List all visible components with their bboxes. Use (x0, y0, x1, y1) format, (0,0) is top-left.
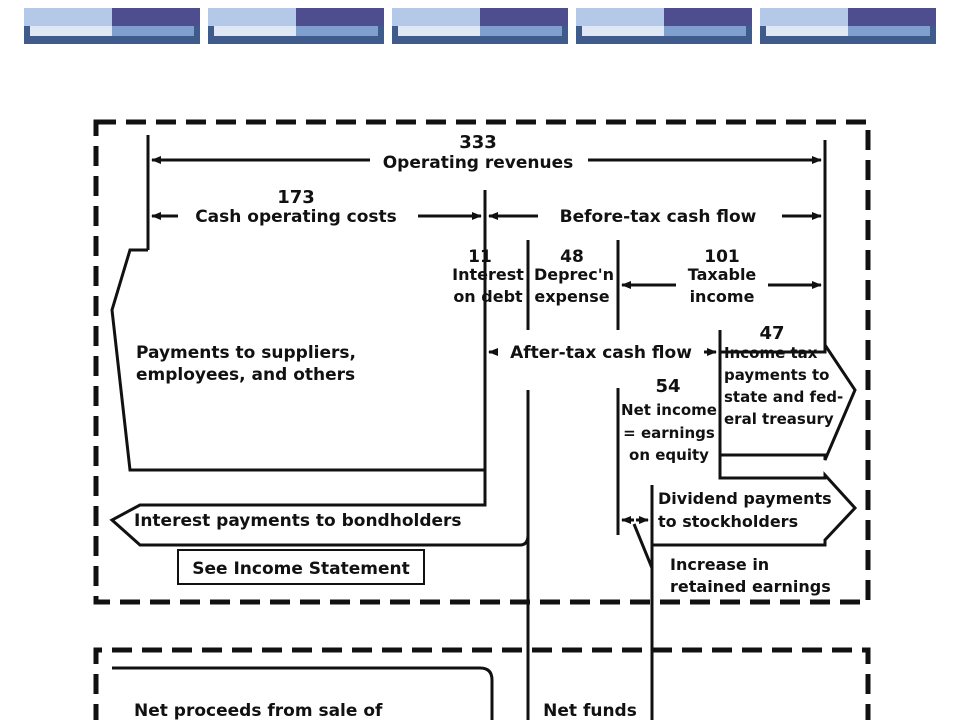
net-income-value: 54 (655, 376, 680, 397)
operating-revenues-label: Operating revenues (383, 153, 574, 173)
top-panel-border (93, 119, 871, 605)
cash-operating-costs-label: Cash operating costs (195, 207, 397, 227)
dividend-payments-line1: Dividend payments (658, 489, 832, 508)
interest-on-debt-value: 11 (468, 247, 492, 267)
see-income-statement-label: See Income Statement (192, 559, 410, 579)
depreciation-line1: Deprec'n (534, 265, 614, 284)
net-proceeds-label: Net proceeds from sale of (134, 701, 383, 720)
operating-revenues-value: 333 (459, 132, 497, 153)
payments-flow-shape (110, 248, 485, 472)
income-tax-value: 47 (759, 323, 784, 344)
interest-payments-arrow (109, 470, 530, 547)
depreciation-line2: expense (534, 287, 609, 306)
interest-on-debt-line2: on debt (453, 287, 523, 306)
retained-earnings-line2: retained earnings (670, 577, 831, 596)
payments-suppliers-line2: employees, and others (136, 365, 355, 385)
taxable-income-value: 101 (704, 247, 740, 267)
depreciation-value: 48 (560, 247, 584, 267)
income-tax-arrow (718, 330, 857, 461)
net-income-line3: on equity (629, 446, 709, 464)
net-income-line1: Net income (621, 401, 717, 419)
retained-earnings-line1: Increase in (670, 555, 769, 574)
dividend-payments-line2: to stockholders (658, 512, 798, 531)
income-tax-line3: state and fed- (724, 388, 843, 406)
banner-block-3 (392, 8, 568, 44)
bottom-panel-border (93, 647, 871, 720)
banner-block-1 (24, 8, 200, 44)
cash-operating-costs-value: 173 (277, 187, 315, 208)
dividend-arrow (652, 455, 858, 547)
interest-on-debt-line1: Interest (452, 265, 524, 284)
net-income-line2: = earnings (623, 424, 715, 442)
income-tax-line4: eral treasury (724, 410, 834, 428)
banner-block-2 (208, 8, 384, 44)
net-proceeds-bracket (112, 666, 494, 720)
income-tax-line2: payments to (724, 366, 829, 384)
dimension-arrows (151, 156, 822, 524)
income-tax-line1: Income tax (724, 344, 818, 362)
interest-payments-label: Interest payments to bondholders (134, 511, 462, 531)
taxable-income-line2: income (690, 287, 755, 306)
after-tax-cash-flow-label: After-tax cash flow (510, 343, 692, 363)
banner-block-5 (760, 8, 936, 44)
retained-earnings-leader (632, 523, 654, 569)
net-funds-label: Net funds (543, 701, 637, 720)
before-tax-cash-flow-label: Before-tax cash flow (560, 207, 757, 227)
banner-block-4 (576, 8, 752, 44)
payments-suppliers-line1: Payments to suppliers, (136, 343, 356, 363)
see-income-statement-box (177, 549, 425, 585)
header-banner (24, 8, 936, 44)
taxable-income-line1: Taxable (688, 265, 757, 284)
structure-lines (146, 135, 827, 720)
